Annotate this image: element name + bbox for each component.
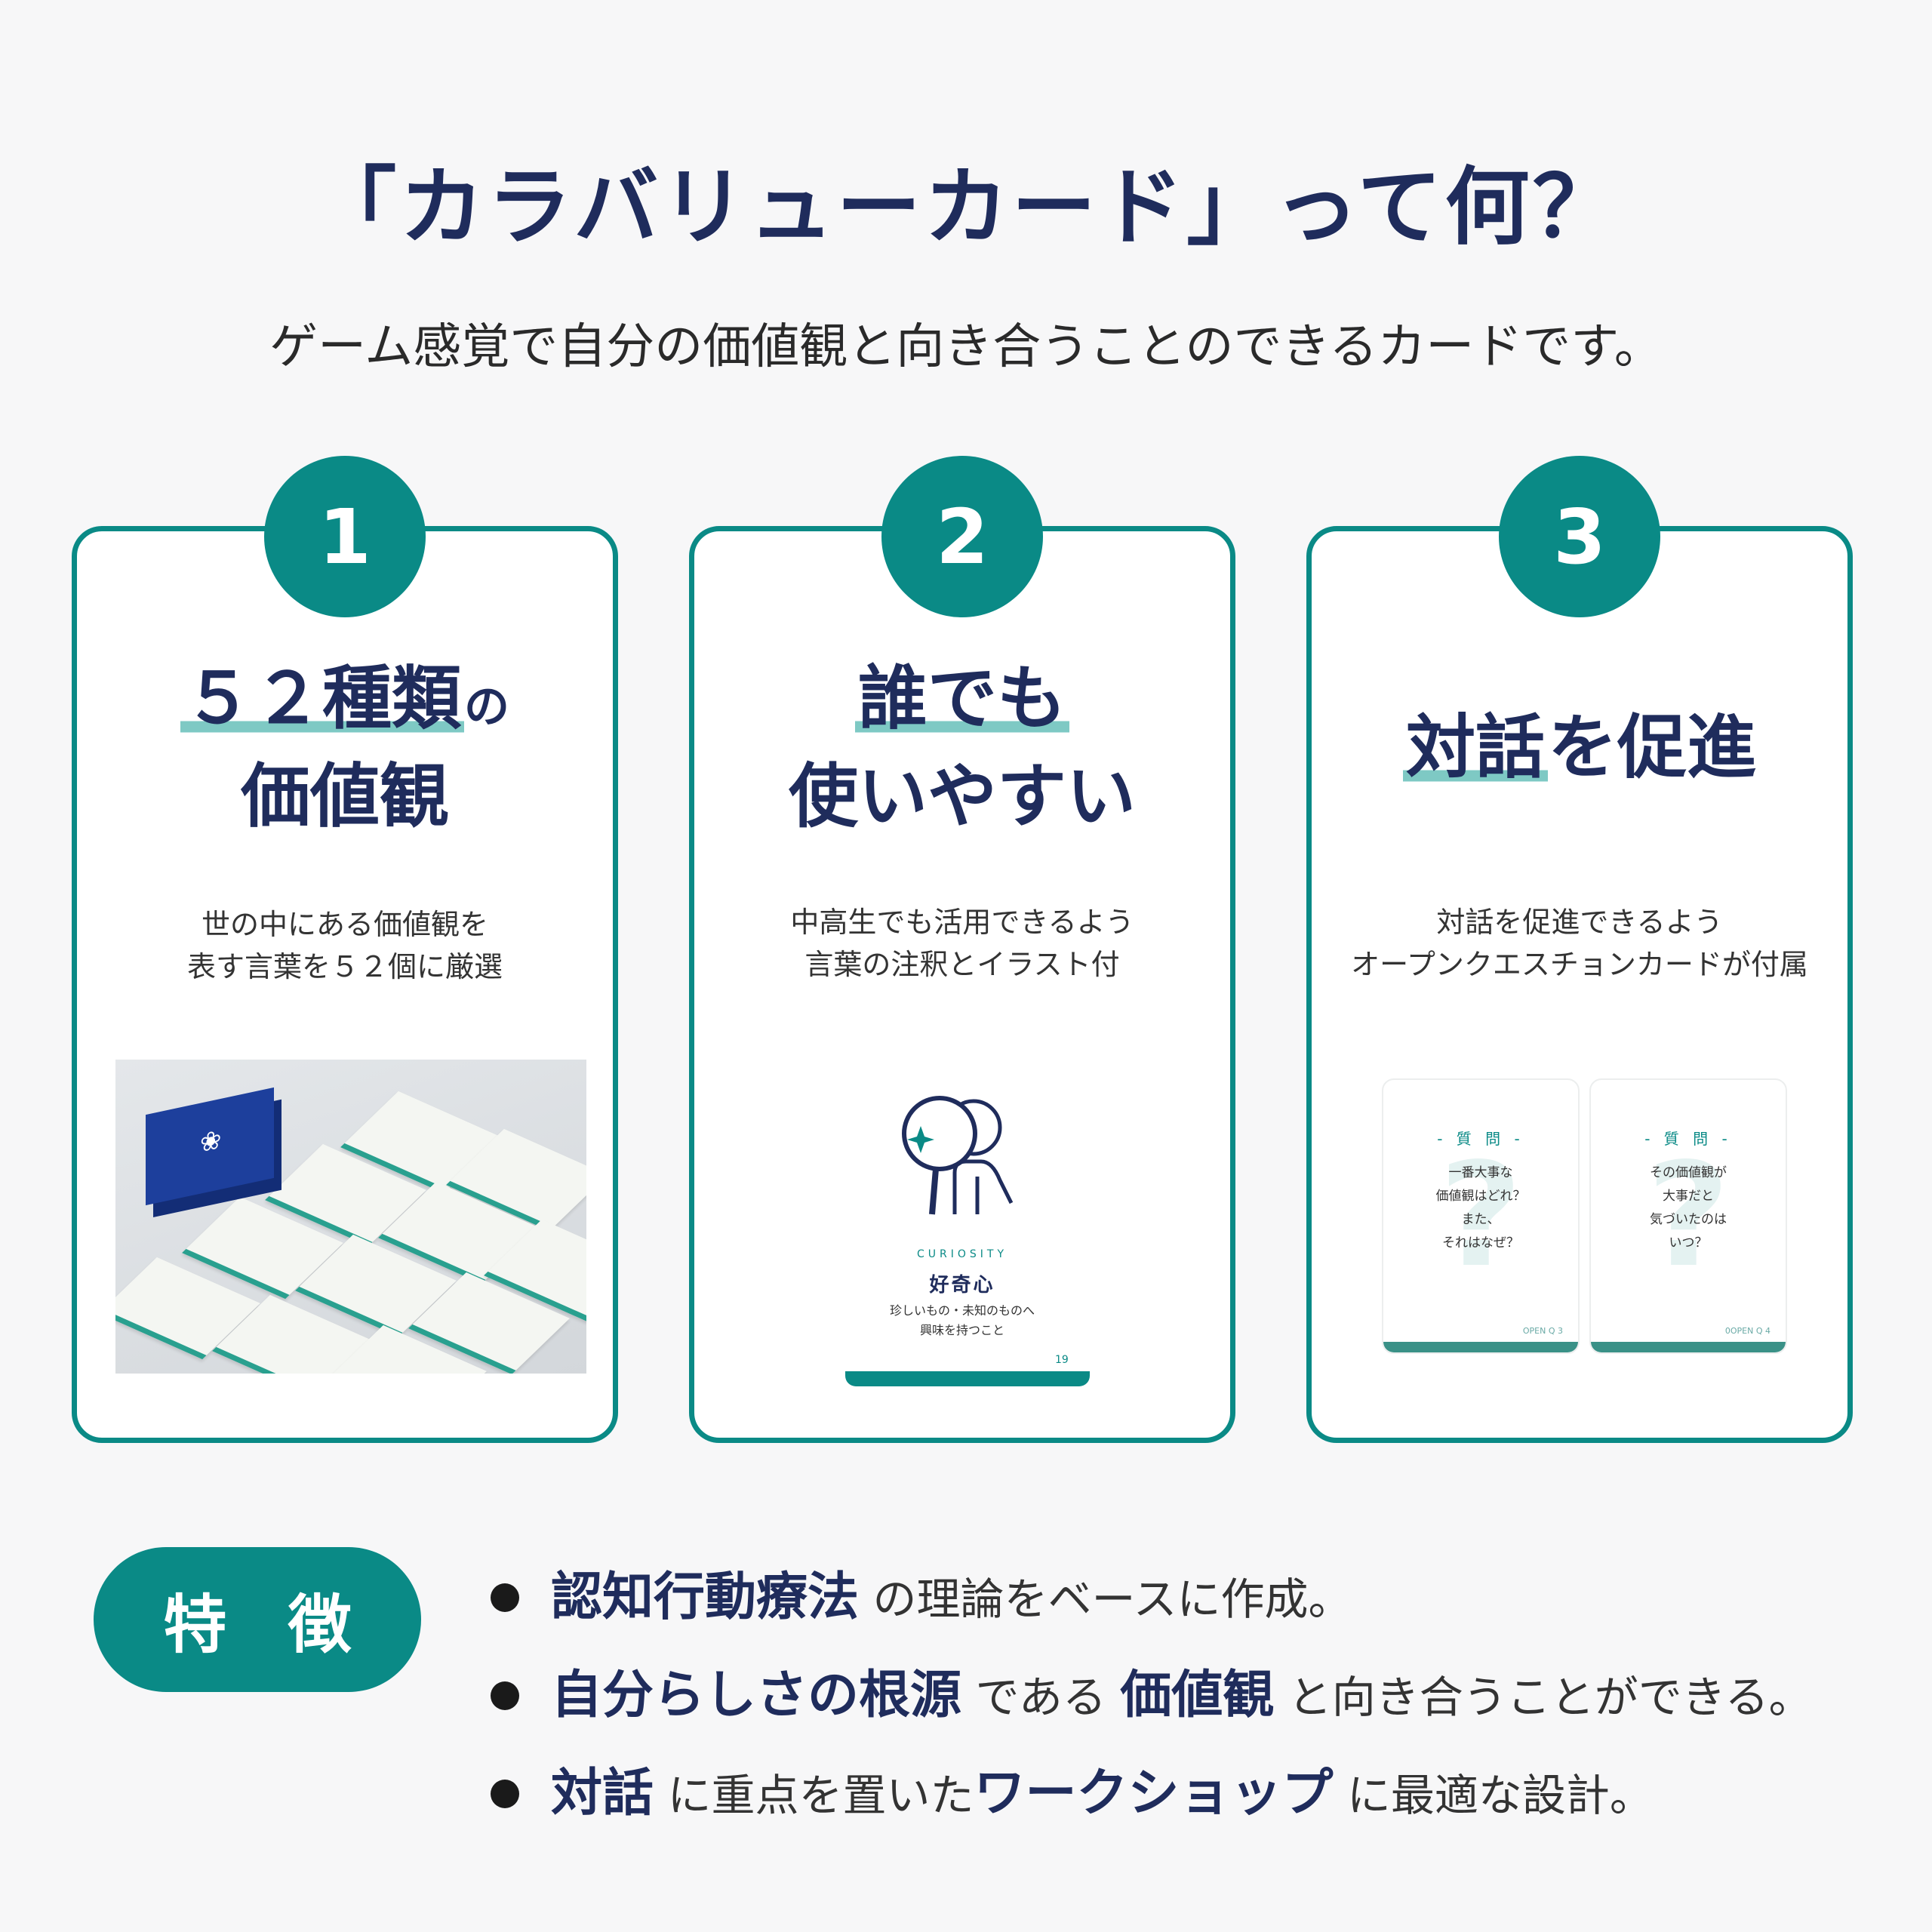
card-1-heading-line1: ５２種類の — [77, 652, 613, 754]
card-2-heading-line1: 誰でも — [694, 652, 1230, 746]
bullet-icon — [491, 1583, 519, 1612]
bullet-icon — [491, 1779, 519, 1808]
feature-item-3: 対話 に重点を置いたワークショップ に最適な設計。 — [491, 1764, 1654, 1826]
feature-card-2: 2 誰でも 使いやすい 中高生でも活用できるよう 言葉の注釈とイラスト付 CUR… — [689, 456, 1235, 1443]
feature-card-1: 1 ５２種類の 価値観 世の中にある価値観を 表す言葉を５２個に厳選 ❀ — [72, 456, 618, 1443]
card-3-desc-line1: 対話を促進できるよう — [1436, 906, 1723, 939]
number-badge-1: 1 — [264, 456, 426, 617]
question-card-2: ? - 質 問 - その価値観が 大事だと 気づいたのは いつ？ 0OPEN Q… — [1589, 1078, 1787, 1354]
sample-card-english: CURIOSITY — [916, 1248, 1008, 1260]
card-box: ❀ — [146, 1087, 274, 1206]
magnifier-person-icon — [902, 1096, 1014, 1215]
flower-icon: ❀ — [200, 1124, 222, 1159]
sample-card-desc: 珍しいもの・未知のものへ 興味を持つこと — [889, 1303, 1035, 1337]
sample-card-word: 好奇心 — [929, 1274, 995, 1297]
bullet-icon — [491, 1681, 519, 1710]
feature-item-2: 自分らしさの根源 である 価値観 と向き合うことができる。 — [491, 1666, 1813, 1727]
card-3-heading: 対話を促進 — [1312, 701, 1847, 795]
number-badge-3: 3 — [1499, 456, 1660, 617]
card-1-desc-line1: 世の中にある価値観を — [201, 908, 488, 941]
question-mark-icon: ? — [1646, 1132, 1730, 1299]
page-subtitle: ゲーム感覚で自分の価値観と向き合うことのできるカードです。 — [269, 319, 1663, 375]
card-2-desc-line1: 中高生でも活用できるよう — [790, 906, 1134, 939]
card-2-desc-line2: 言葉の注釈とイラスト付 — [804, 948, 1120, 981]
card-2-heading-line2: 使いやすい — [788, 756, 1136, 837]
question-card-1: ? - 質 問 - 一番大事な 価値観はどれ？ また、 それはなぜ？ OPEN … — [1382, 1078, 1580, 1354]
number-badge-2: 2 — [881, 456, 1043, 617]
question-mark-icon: ? — [1438, 1132, 1523, 1299]
card-1-desc-line2: 表す言葉を５２個に厳選 — [186, 950, 503, 983]
card-3-desc-line2: オープンクエスチョンカードが付属 — [1351, 948, 1808, 981]
feature-card-3: 3 対話を促進 対話を促進できるよう オープンクエスチョンカードが付属 ? - … — [1306, 456, 1853, 1443]
card-1-heading-line2: 価値観 — [240, 756, 449, 837]
sample-card-page: 19 — [1055, 1354, 1069, 1366]
features-label: 特 徴 — [94, 1547, 421, 1692]
feature-item-1: 認知行動療法 の理論をベースに作成。 — [491, 1567, 1352, 1629]
sample-card-bar — [845, 1371, 1090, 1386]
product-photo: ❀ — [115, 1060, 586, 1374]
page-title: 「カラバリューカード」って何？ — [312, 158, 1620, 257]
